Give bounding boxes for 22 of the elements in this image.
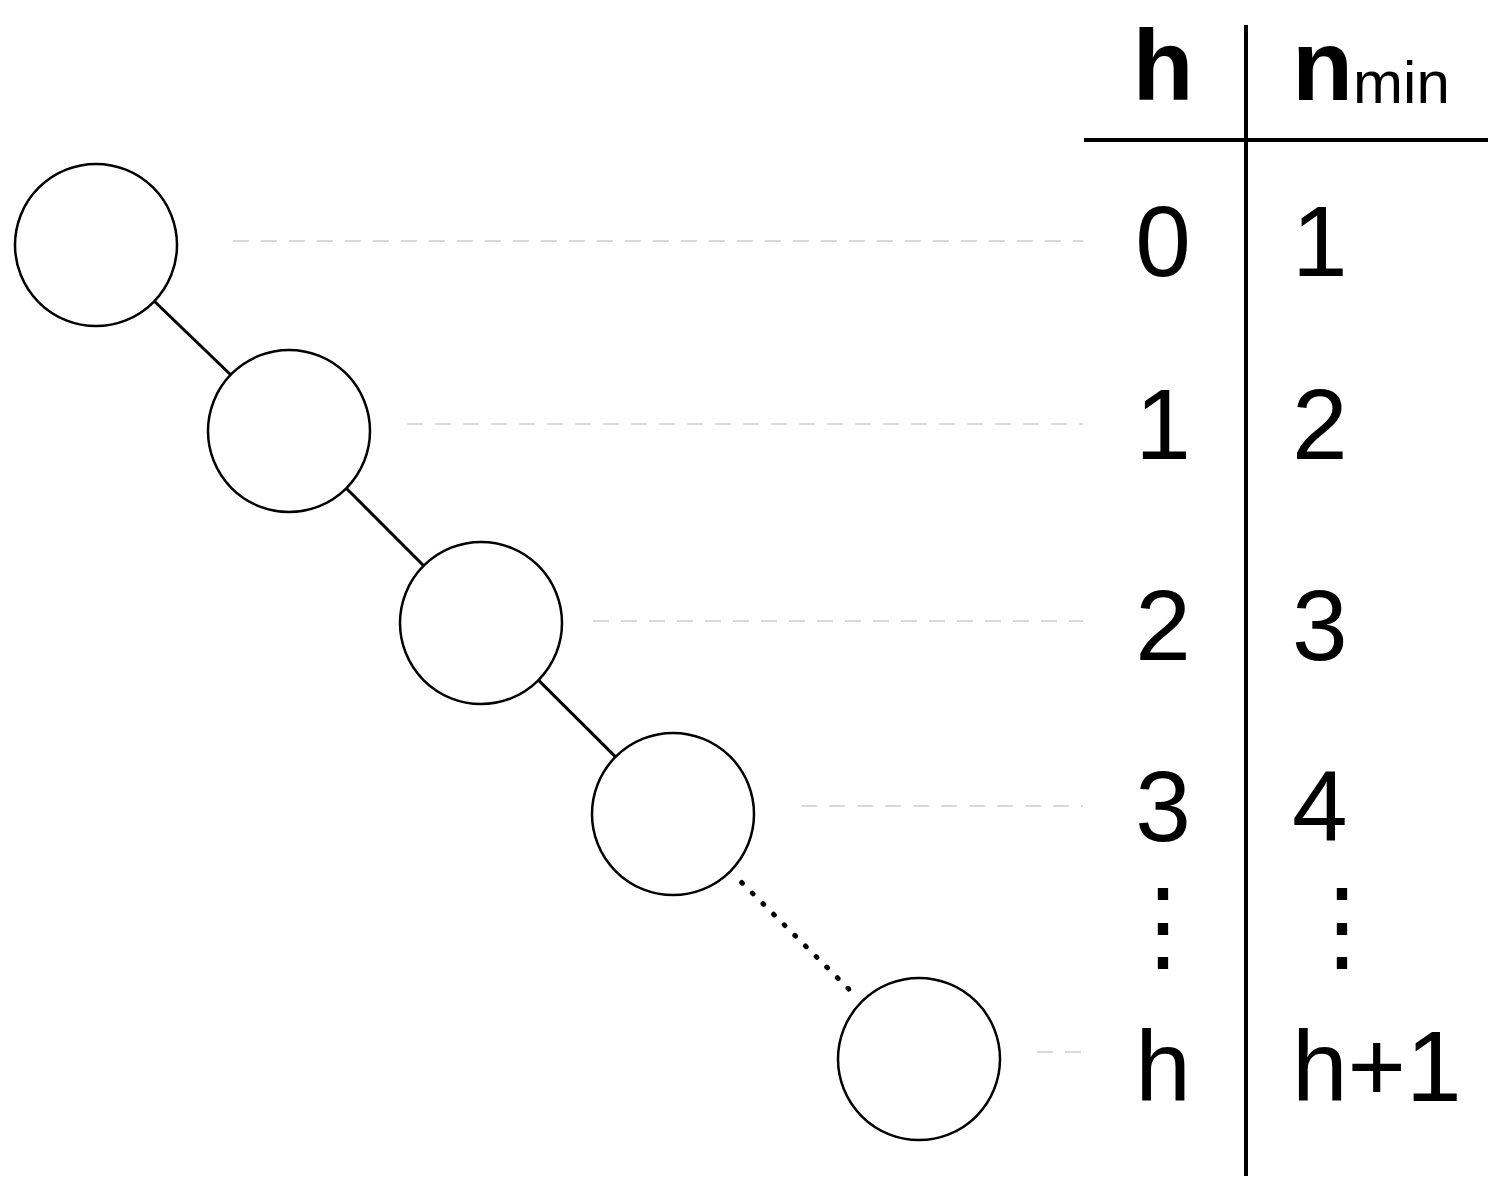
height-value: 2 — [1134, 570, 1192, 680]
min-node-count: 4 — [1292, 751, 1348, 861]
circle-node — [590, 731, 756, 897]
connector — [153, 300, 232, 376]
ellipsis: ⋮ — [1112, 870, 1214, 980]
height-value: h — [1134, 1011, 1192, 1121]
dotted-connector — [739, 879, 853, 994]
connector — [345, 487, 425, 567]
circle-node — [398, 540, 564, 706]
height-value: 3 — [1134, 751, 1192, 861]
min-node-count: 3 — [1292, 570, 1348, 680]
connector — [537, 679, 617, 758]
circle-node — [836, 976, 1002, 1142]
min-node-count: h+1 — [1292, 1011, 1462, 1121]
height-value: 1 — [1134, 369, 1192, 479]
column-header: h — [1131, 10, 1195, 120]
min-node-count: 1 — [1292, 186, 1348, 296]
height-value: 0 — [1134, 186, 1192, 296]
min-node-count: 2 — [1292, 369, 1348, 479]
ellipsis: ⋮ — [1292, 870, 1392, 980]
circle-node — [13, 162, 179, 328]
circle-node — [206, 348, 372, 514]
